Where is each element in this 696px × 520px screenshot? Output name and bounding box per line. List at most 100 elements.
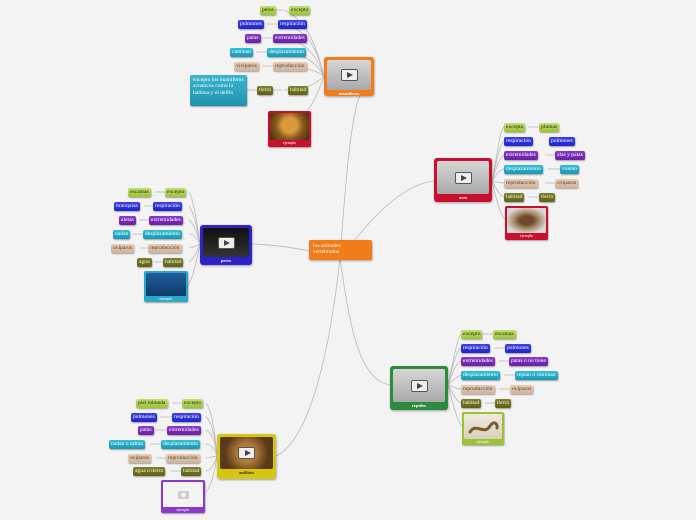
anfibios-habitad[interactable]: habitad xyxy=(181,467,201,476)
peces-branquias[interactable]: branquias xyxy=(114,202,140,211)
anfibios-pulmones[interactable]: pulmones xyxy=(131,413,157,422)
snake-icon xyxy=(464,414,502,439)
mamiferos-desplazamiento[interactable]: desplazamiento xyxy=(267,48,306,57)
aves-respiracion[interactable]: respiración xyxy=(504,137,533,146)
image-caption: ejemplo xyxy=(146,296,186,302)
peces-respiracion[interactable]: respiración xyxy=(153,202,182,211)
aves-habitad[interactable]: habitad xyxy=(504,193,524,202)
mamiferos-reproduccion[interactable]: reproducción xyxy=(273,62,307,71)
anfibios-reproduccion[interactable]: reproducción xyxy=(166,454,200,463)
play-icon[interactable] xyxy=(238,447,255,459)
mamiferos-pulmones[interactable]: pulmones xyxy=(238,20,264,29)
anfibios-piel[interactable]: piel húmeda xyxy=(136,399,168,408)
image-caption: ejemplo xyxy=(464,439,502,445)
mamiferos-patas[interactable]: patas xyxy=(245,34,261,43)
central-topic[interactable]: los animales vertebrados xyxy=(309,240,372,260)
peces-nadan[interactable]: nadan xyxy=(113,230,130,239)
reptiles-desplazamiento[interactable]: desplazamiento xyxy=(461,371,500,380)
play-icon[interactable] xyxy=(341,69,358,81)
aves-oviparos[interactable]: ovíparos xyxy=(555,179,578,188)
fish-photo xyxy=(146,273,186,296)
topic-reptiles[interactable]: reptiles xyxy=(390,366,448,410)
anfibios-patas[interactable]: patas xyxy=(138,426,154,435)
reptiles-patas-no[interactable]: patas o no tiene xyxy=(509,357,548,366)
anfibios-oviparos[interactable]: ovíparos xyxy=(128,454,151,463)
topic-peces[interactable]: peces xyxy=(200,225,252,265)
mamiferos-excepto[interactable]: excepto xyxy=(289,6,310,15)
reptiles-image[interactable]: ejemplo xyxy=(462,412,504,445)
play-icon[interactable] xyxy=(411,380,428,392)
reptiles-escamas[interactable]: escamas xyxy=(493,330,516,339)
reptiles-oviparos[interactable]: ovíparos xyxy=(510,385,533,394)
aves-extremidades[interactable]: extremidades xyxy=(504,151,538,160)
reptiles-excepto[interactable]: excepto xyxy=(461,330,482,339)
anfibios-respiracion[interactable]: respiración xyxy=(172,413,201,422)
video-thumbnail[interactable] xyxy=(327,60,371,90)
peces-aletas[interactable]: aletas xyxy=(119,216,136,225)
aves-plumas[interactable]: plumas xyxy=(539,123,559,132)
anfibios-image[interactable]: ejemplo xyxy=(161,480,205,513)
video-thumbnail[interactable] xyxy=(220,437,273,469)
aves-alas-patas[interactable]: alas y patas xyxy=(555,151,585,160)
reptiles-tierra[interactable]: tierra xyxy=(495,399,511,408)
peces-image[interactable]: ejemplo xyxy=(144,271,188,302)
topic-mamiferos[interactable]: mamiferos xyxy=(324,57,374,96)
reptiles-reproduccion[interactable]: reproducción xyxy=(461,385,495,394)
peces-extremidades[interactable]: extremidades xyxy=(149,216,183,225)
image-caption: ejemplo xyxy=(163,507,203,513)
mamiferos-note[interactable]: excepto los mamiferos acuaticos como la … xyxy=(190,75,247,106)
aves-excepto[interactable]: excepto xyxy=(504,123,525,132)
topic-label: anfibios xyxy=(220,469,273,476)
reptiles-extremidades[interactable]: extremidades xyxy=(461,357,495,366)
aves-pulmones[interactable]: pulmones xyxy=(549,137,575,146)
aves-vuelan[interactable]: vuelan xyxy=(560,165,579,174)
aves-reproduccion[interactable]: reproducción xyxy=(504,179,538,188)
peces-oviparos[interactable]: ovíparos xyxy=(111,244,134,253)
mamiferos-extremidades[interactable]: extremidades xyxy=(273,34,307,43)
play-icon[interactable] xyxy=(455,172,472,184)
video-thumbnail[interactable] xyxy=(437,161,489,194)
mamiferos-image[interactable]: ejemplo xyxy=(268,111,311,147)
camera-icon xyxy=(163,482,203,507)
snake-photo xyxy=(464,414,502,439)
eagle-photo xyxy=(507,208,546,233)
mamiferos-pelos[interactable]: pelos xyxy=(260,6,276,15)
reptiles-respiracion[interactable]: respiración xyxy=(461,344,490,353)
reptiles-pulmones[interactable]: pulmones xyxy=(505,344,531,353)
peces-reproduccion[interactable]: reproducción xyxy=(148,244,182,253)
reptiles-habitad[interactable]: habitad xyxy=(461,399,481,408)
mamiferos-respiracion[interactable]: respiración xyxy=(278,20,307,29)
mamiferos-tierra[interactable]: tierra xyxy=(257,86,273,95)
aves-tierra[interactable]: tierra xyxy=(539,193,555,202)
topic-aves[interactable]: aves xyxy=(434,158,492,202)
anfibios-desplazamiento[interactable]: desplazamiento xyxy=(161,440,200,449)
mamiferos-viviparos[interactable]: vivíparos xyxy=(234,62,259,71)
lion-tiger-photo xyxy=(270,113,309,140)
peces-agua[interactable]: agua xyxy=(137,258,152,267)
video-thumbnail[interactable] xyxy=(393,369,445,402)
anfibios-nadan-saltan[interactable]: nadan o saltan xyxy=(109,440,145,449)
mamiferos-habitad[interactable]: habitad xyxy=(288,86,308,95)
topic-anfibios[interactable]: anfibios xyxy=(217,434,276,479)
aves-image[interactable]: ejemplo xyxy=(505,206,548,240)
reptiles-reptan[interactable]: reptan o caminan xyxy=(515,371,558,380)
anfibios-excepto[interactable]: excepto xyxy=(182,399,203,408)
image-caption: ejemplo xyxy=(507,233,546,239)
video-thumbnail[interactable] xyxy=(203,228,249,257)
peces-desplazamiento[interactable]: desplazamiento xyxy=(143,230,182,239)
peces-excepto[interactable]: excepto xyxy=(165,188,186,197)
aves-desplazamiento[interactable]: desplazamiento xyxy=(504,165,543,174)
image-caption: ejemplo xyxy=(270,140,309,146)
play-icon[interactable] xyxy=(218,237,235,249)
peces-escamas[interactable]: escamas xyxy=(128,188,151,197)
image-placeholder xyxy=(163,482,203,507)
peces-habitad[interactable]: habitad xyxy=(163,258,183,267)
topic-label: mamiferos xyxy=(327,90,371,97)
anfibios-agua-tierra[interactable]: agua o tierra xyxy=(133,467,165,476)
topic-label: aves xyxy=(437,194,489,201)
anfibios-extremidades[interactable]: extremidades xyxy=(167,426,201,435)
topic-label: reptiles xyxy=(393,402,445,409)
mamiferos-caminan[interactable]: caminan xyxy=(230,48,253,57)
topic-label: peces xyxy=(203,257,249,264)
